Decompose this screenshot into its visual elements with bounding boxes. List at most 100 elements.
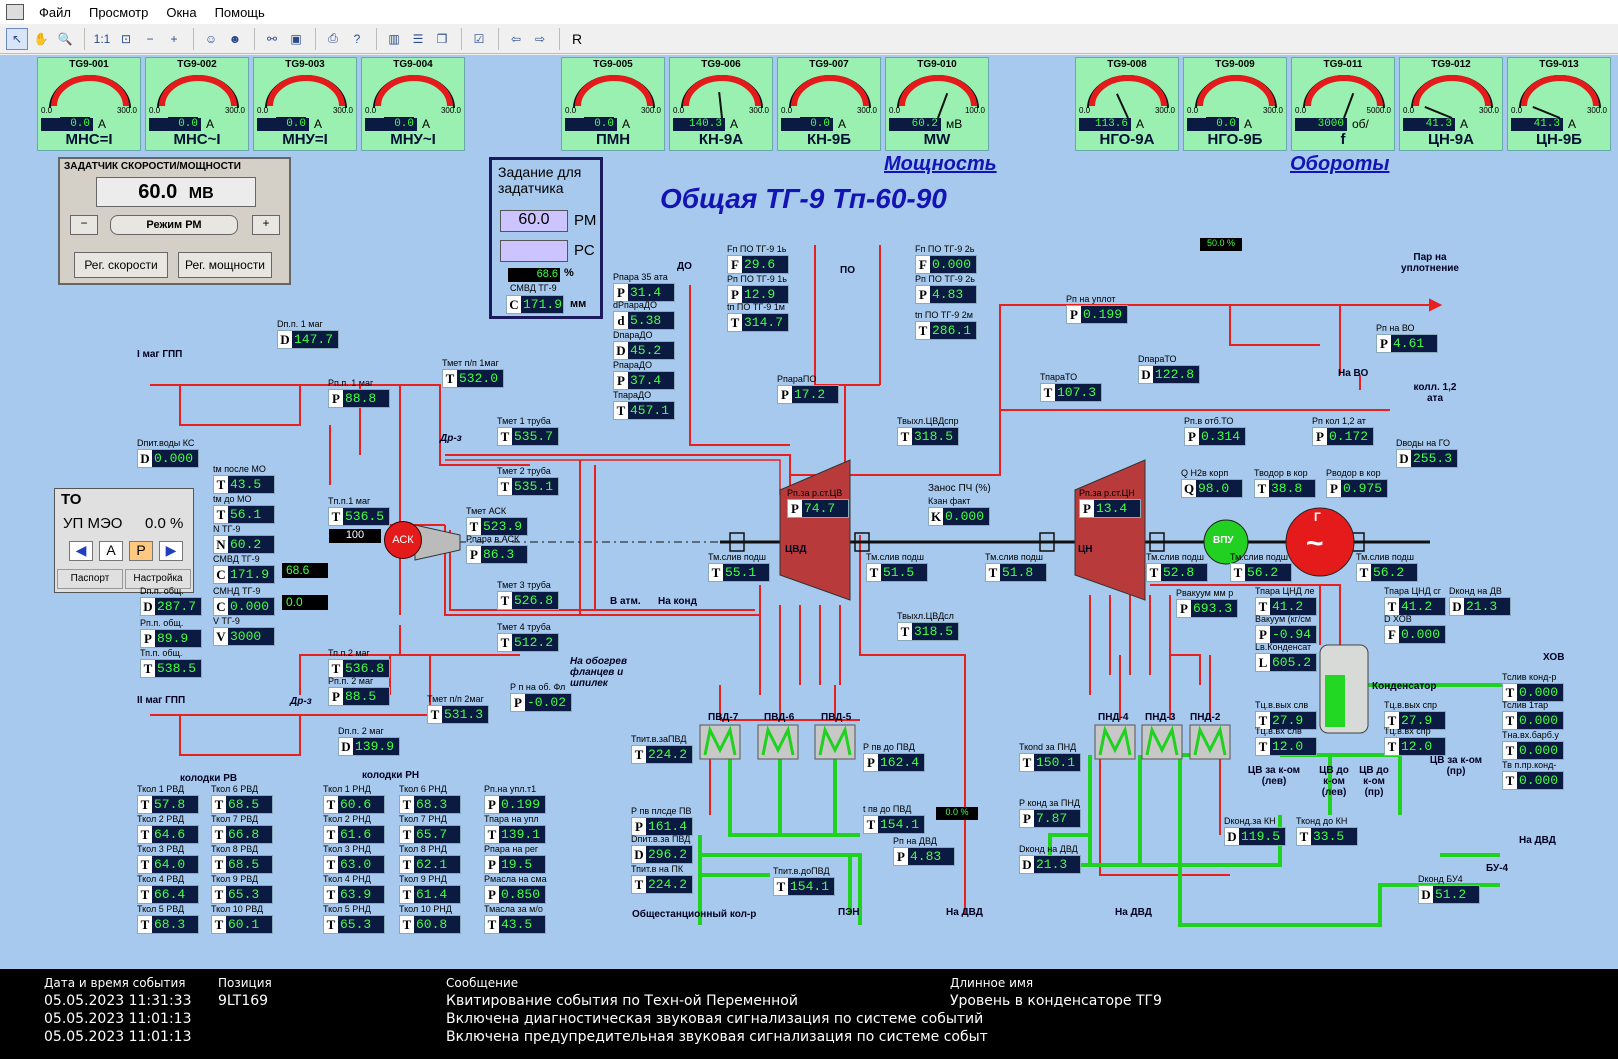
power-regulation-button[interactable]: Рег. мощности — [178, 252, 272, 278]
task-rm-field[interactable]: 60.0 — [500, 210, 568, 232]
to-left-button[interactable]: ◀ — [69, 541, 93, 561]
window-cascade-icon[interactable]: ❐ — [436, 31, 448, 46]
user-icon[interactable]: ☻ — [228, 31, 242, 46]
settings-button[interactable]: Настройка — [125, 569, 191, 589]
menu-help[interactable]: Помощь — [214, 4, 265, 20]
r-button[interactable]: R — [571, 30, 583, 47]
print-icon[interactable]: ⎙ — [328, 31, 338, 45]
reading-r25[interactable]: P-0.02 — [510, 693, 572, 712]
decrease-button[interactable]: − — [70, 215, 98, 235]
pointer-icon[interactable]: ↖ — [6, 27, 28, 50]
reading-r61[interactable]: P-0.94 — [1255, 625, 1317, 644]
to-a-button[interactable]: А — [99, 541, 123, 561]
window-split-icon[interactable]: ▥ — [388, 31, 400, 46]
menu-file[interactable]: Файл — [39, 4, 71, 20]
binoculars-icon[interactable]: ⚯ — [266, 31, 278, 46]
forward-arrow-icon[interactable]: ⇨ — [534, 31, 546, 46]
checklist-icon[interactable]: ☑ — [473, 31, 485, 46]
menu-view[interactable]: Просмотр — [88, 4, 149, 20]
window-rows-icon[interactable]: ☰ — [412, 31, 424, 46]
help-icon[interactable]: ? — [353, 31, 361, 46]
ask-valve[interactable]: АСК — [384, 521, 422, 559]
task-rs-field[interactable] — [500, 240, 568, 262]
zoom-in-icon[interactable]: + — [170, 31, 178, 46]
zoom-out-icon[interactable]: − — [146, 31, 154, 46]
passport-button[interactable]: Паспорт — [57, 569, 123, 589]
